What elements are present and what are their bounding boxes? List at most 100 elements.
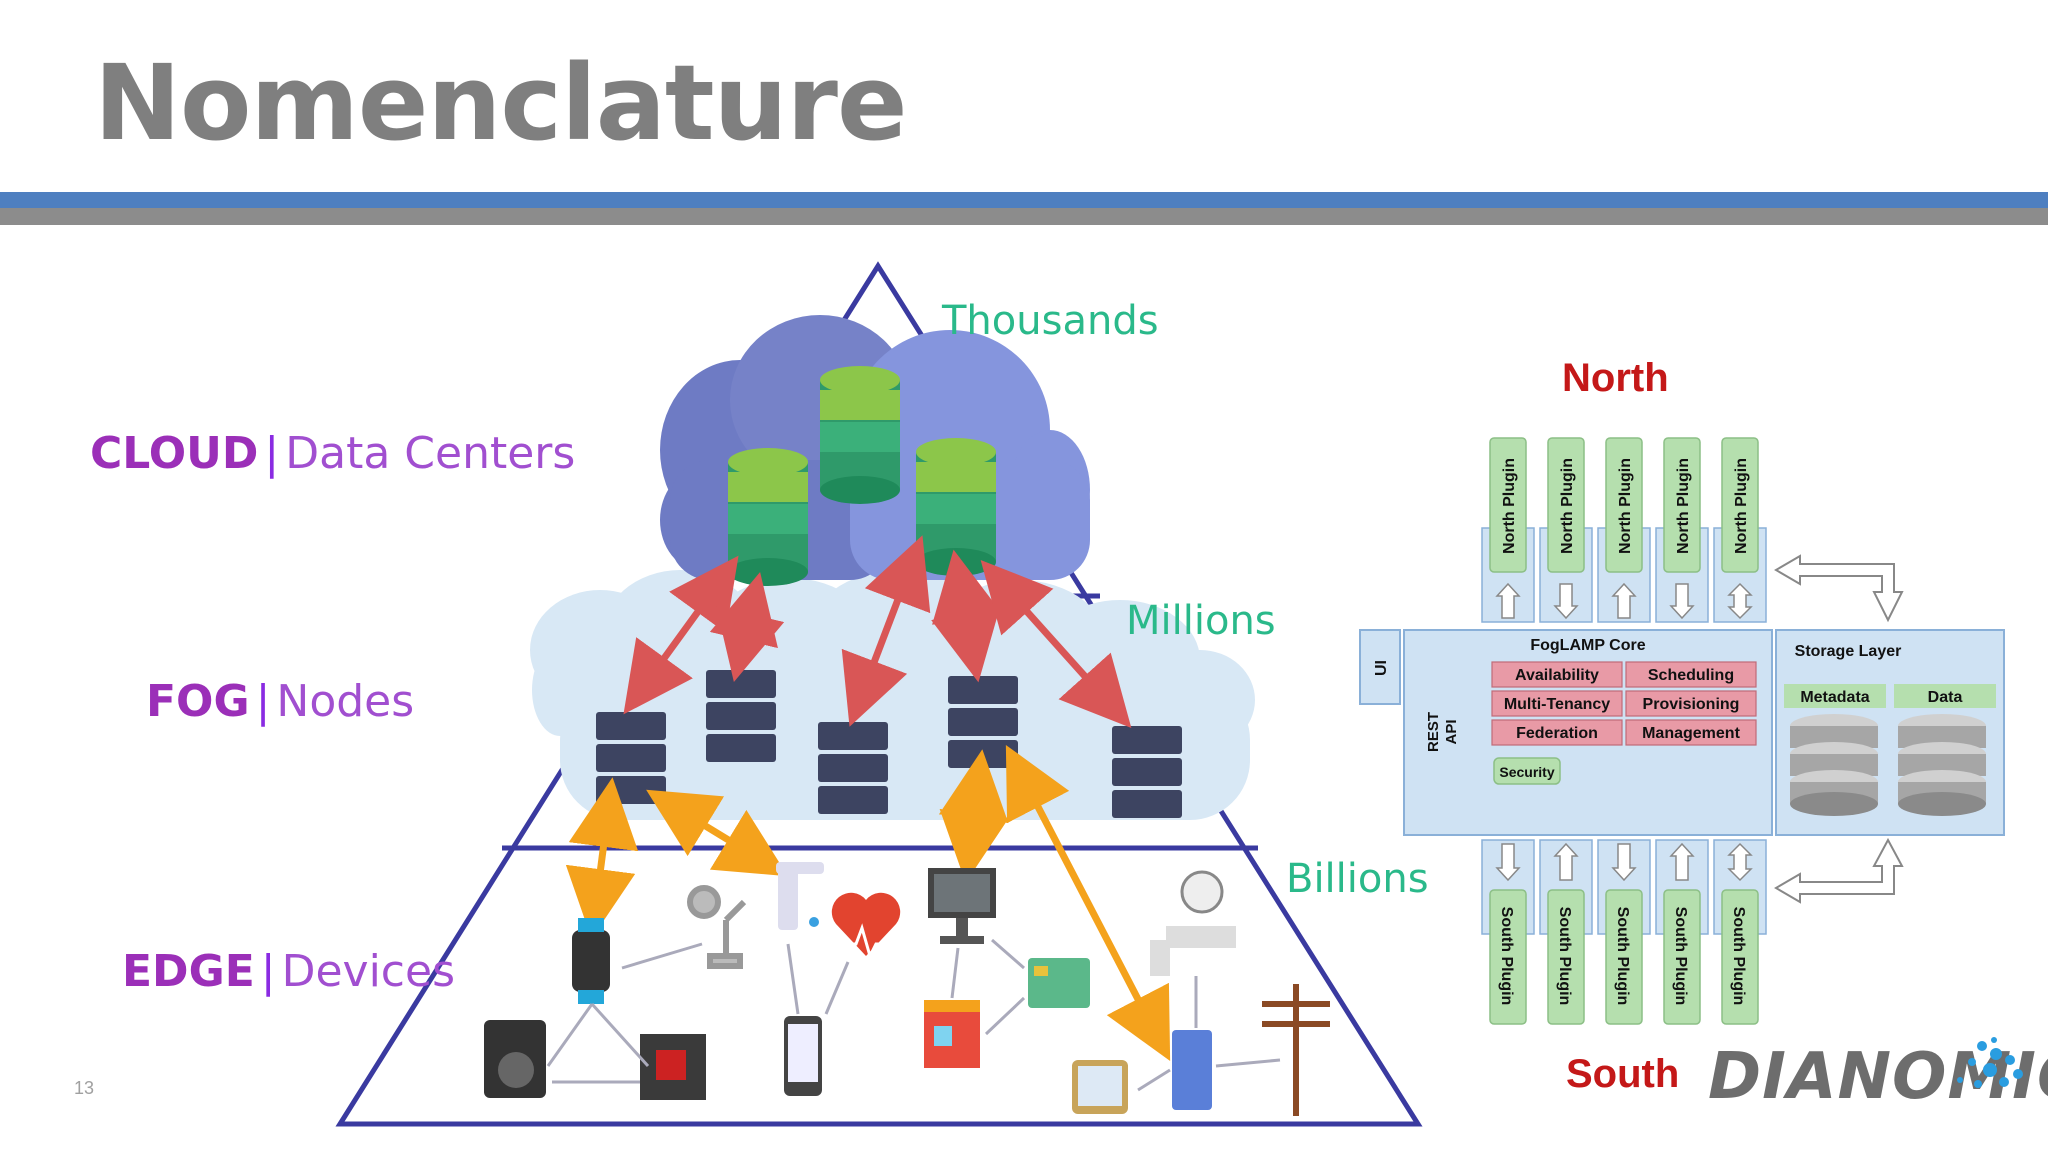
ui-label: UI xyxy=(1373,660,1390,676)
north-plugin-label: North Plugin xyxy=(1559,458,1576,554)
south-plugin-column: South Plugin xyxy=(1713,839,1767,1025)
tier-label-cloud: CLOUD|Data Centers xyxy=(90,428,575,479)
storage-metadata-badge xyxy=(1784,684,1886,708)
north-flow-arrow xyxy=(1669,583,1695,620)
south-plugin-column: South Plugin xyxy=(1597,839,1651,1025)
north-flow-arrow xyxy=(1611,582,1637,619)
core-title: FogLAMP Core xyxy=(1530,637,1645,654)
core-service-label: Scheduling xyxy=(1648,667,1734,684)
storage-data-badge xyxy=(1894,684,1996,708)
lamp-icon xyxy=(687,885,747,969)
storage-metadata-label: Metadata xyxy=(1800,689,1869,706)
south-plugin-column: South Plugin xyxy=(1655,839,1709,1025)
storage-title: Storage Layer xyxy=(1795,643,1902,660)
south-plugin-label: South Plugin xyxy=(1672,907,1689,1006)
north-label: North xyxy=(1562,356,1669,400)
fog-edge-arrows xyxy=(565,744,1171,1062)
tier-separator: | xyxy=(260,946,276,997)
north-flow-arrow xyxy=(1553,583,1579,620)
disk-stack-icon xyxy=(1790,714,1986,816)
title-divider-blue xyxy=(0,192,2048,208)
south-plugin-box xyxy=(1547,889,1585,1025)
north-plugin-box xyxy=(1721,437,1759,573)
device-links xyxy=(546,938,1281,1092)
smartphone-icon xyxy=(784,1016,822,1096)
north-plugin-box xyxy=(1663,437,1701,573)
tier-description-edge: Devices xyxy=(281,946,455,997)
power-pole-icon xyxy=(1262,984,1330,1116)
rest-api-label-line2: API xyxy=(1443,719,1460,744)
south-plugin-box xyxy=(1663,889,1701,1025)
north-plugin-label: North Plugin xyxy=(1733,458,1750,554)
core-service-label: Management xyxy=(1642,725,1740,742)
count-label-billions: Billions xyxy=(1286,856,1429,902)
south-flow-arrow xyxy=(1727,842,1753,882)
core-service-cell: Multi-Tenancy xyxy=(1491,690,1623,717)
north-plugin-label: North Plugin xyxy=(1617,458,1634,554)
south-plugin-box xyxy=(1605,889,1643,1025)
credit-card-icon xyxy=(1028,958,1090,1008)
south-plugin-column: South Plugin xyxy=(1481,839,1535,1025)
tier-description-cloud: Data Centers xyxy=(285,428,576,479)
tier-label-edge: EDGE|Devices xyxy=(122,946,455,997)
north-plugin-box xyxy=(1489,437,1527,573)
faucet-icon xyxy=(776,862,824,930)
tier-description-fog: Nodes xyxy=(276,676,415,727)
tier-name-cloud: CLOUD xyxy=(90,428,259,479)
circuit-board-icon xyxy=(640,1034,706,1100)
north-plugin-column: North Plugin xyxy=(1481,437,1535,623)
south-flow-arrow xyxy=(1611,843,1637,882)
north-plugin-column: North Plugin xyxy=(1713,437,1767,623)
gps-device-icon xyxy=(1072,1060,1128,1114)
north-plugin-column: North Plugin xyxy=(1597,437,1651,623)
north-plugin-column: North Plugin xyxy=(1539,437,1593,623)
tier-separator: | xyxy=(264,428,280,479)
core-service-label: Provisioning xyxy=(1643,696,1740,713)
north-plugin-box xyxy=(1547,437,1585,573)
storage-data-label: Data xyxy=(1928,689,1963,706)
core-service-label: Multi-Tenancy xyxy=(1504,696,1610,713)
north-flow-arrow xyxy=(1727,582,1753,620)
north-flow-arrow xyxy=(1495,582,1521,619)
shop-icon xyxy=(924,1000,980,1068)
core-service-cell: Availability xyxy=(1491,661,1623,688)
south-flow-arrow xyxy=(1669,842,1695,881)
rest-api-label-line1: REST xyxy=(1425,712,1442,752)
security-label: Security xyxy=(1499,764,1554,780)
north-plugin-label: North Plugin xyxy=(1501,458,1518,554)
edge-device-icons xyxy=(484,862,1330,1116)
ui-box xyxy=(1359,629,1401,705)
core-service-cell: Provisioning xyxy=(1625,690,1757,717)
south-flow-arrow xyxy=(1495,843,1521,882)
speaker-icon xyxy=(484,1020,546,1098)
smartwatch-icon xyxy=(572,918,610,1004)
south-label: South xyxy=(1566,1052,1680,1096)
south-plugin-box xyxy=(1489,889,1527,1025)
slide-number: 13 xyxy=(74,1078,95,1098)
south-plugin-label: South Plugin xyxy=(1730,907,1747,1006)
count-label-thousands: Thousands xyxy=(942,298,1159,344)
north-plugin-box xyxy=(1605,437,1643,573)
title-divider-gray xyxy=(0,208,2048,225)
south-plugin-column: South Plugin xyxy=(1539,839,1593,1025)
cloud-fog-arrows xyxy=(623,535,1132,729)
tablet-icon xyxy=(1172,1030,1212,1110)
water-meter-icon xyxy=(1150,870,1236,976)
core-service-cell: Federation xyxy=(1491,719,1623,746)
tier-label-fog: FOG|Nodes xyxy=(146,676,414,727)
south-plugin-label: South Plugin xyxy=(1614,907,1631,1006)
storage-north-arrow xyxy=(1774,554,1904,623)
core-service-cell: Management xyxy=(1625,719,1757,746)
south-plugin-box xyxy=(1721,889,1759,1025)
core-service-label: Availability xyxy=(1515,667,1599,684)
core-service-label: Federation xyxy=(1516,725,1598,742)
count-label-millions: Millions xyxy=(1126,598,1276,644)
core-service-cell: Scheduling xyxy=(1625,661,1757,688)
security-badge xyxy=(1493,757,1561,785)
slide-title: Nomenclature xyxy=(94,42,907,164)
heart-rate-icon xyxy=(831,892,901,961)
north-plugin-column: North Plugin xyxy=(1655,437,1709,623)
